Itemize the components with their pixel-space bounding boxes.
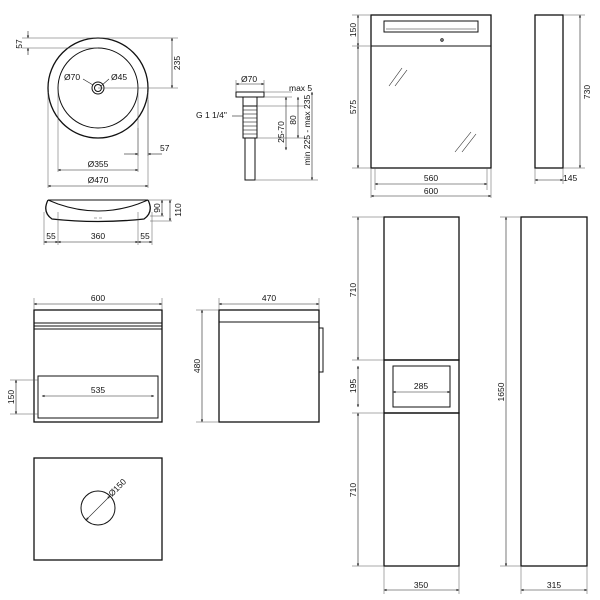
vanity-top-view: Ø150 bbox=[33, 457, 163, 561]
basin-side-inner bbox=[47, 199, 149, 212]
basin-side-body bbox=[45, 199, 151, 223]
drain-view: Ø70 max 5 G 1 1/4" 80 25-70 min 225 - ma… bbox=[196, 74, 318, 181]
mirror-light-panel bbox=[383, 20, 479, 33]
drain-neck bbox=[242, 96, 258, 107]
drain-dim-80: 80 bbox=[288, 115, 298, 125]
basin-dim-360: 360 bbox=[91, 231, 105, 241]
basin-dim-d45: Ø45 bbox=[111, 72, 127, 82]
drain-dim-25-70: 25-70 bbox=[276, 121, 286, 143]
column-side-view: 1650 315 bbox=[496, 216, 588, 594]
basin-dim-d70: Ø70 bbox=[64, 72, 80, 82]
vanity-cabinet bbox=[33, 309, 163, 423]
basin-dim-57-bottom: 57 bbox=[160, 143, 170, 153]
column-dim-710-top: 710 bbox=[348, 283, 358, 297]
mirror-front-view: 150 575 560 600 bbox=[348, 14, 492, 198]
basin-dim-90: 90 bbox=[152, 203, 162, 213]
column-dim-350: 350 bbox=[414, 580, 428, 590]
basin-dim-110: 110 bbox=[173, 203, 183, 217]
vanity-side-body bbox=[218, 309, 320, 423]
vanity-top-dim-d150: Ø150 bbox=[106, 476, 128, 498]
column-dim-315: 315 bbox=[547, 580, 561, 590]
drain-pipe bbox=[244, 137, 256, 181]
basin-dim-57-top: 57 bbox=[14, 39, 24, 49]
mirror-dim-150: 150 bbox=[348, 23, 358, 37]
mirror-dim-145: 145 bbox=[563, 173, 577, 183]
drain-cap bbox=[235, 91, 265, 98]
column-dim-285: 285 bbox=[414, 381, 428, 391]
mirror-side-body bbox=[534, 14, 564, 169]
column-front-view: 710 195 285 710 350 bbox=[348, 216, 460, 594]
vanity-dim-470: 470 bbox=[262, 293, 276, 303]
vanity-front-view: 600 150 535 bbox=[6, 293, 163, 423]
vanity-side-view: 470 480 bbox=[192, 293, 324, 423]
basin-dim-d470: Ø470 bbox=[88, 175, 109, 185]
vanity-dim-150: 150 bbox=[6, 390, 16, 404]
basin-dim-235: 235 bbox=[172, 56, 182, 70]
basin-dim-d355: Ø355 bbox=[88, 159, 109, 169]
basin-top-view: 57 235 Ø70 Ø45 57 Ø355 Ø470 bbox=[14, 31, 182, 188]
vanity-side-handle bbox=[318, 327, 324, 373]
column-upper-door bbox=[383, 216, 460, 361]
column-dim-710-bottom: 710 bbox=[348, 483, 358, 497]
drain-dim-max5: max 5 bbox=[289, 83, 312, 93]
basin-dim-55-right: 55 bbox=[140, 231, 150, 241]
mirror-dim-560: 560 bbox=[424, 173, 438, 183]
mirror-cabinet bbox=[370, 14, 492, 169]
vanity-dim-535: 535 bbox=[91, 385, 105, 395]
mirror-dim-600: 600 bbox=[424, 186, 438, 196]
vanity-dim-600: 600 bbox=[91, 293, 105, 303]
column-dim-1650: 1650 bbox=[496, 382, 506, 401]
mirror-side-view: 730 145 bbox=[534, 14, 592, 184]
column-niche bbox=[392, 365, 451, 408]
drain-thread-label: G 1 1/4" bbox=[196, 110, 227, 120]
mirror-dim-575: 575 bbox=[348, 100, 358, 114]
basin-dim-55-left: 55 bbox=[46, 231, 56, 241]
drain-dim-d70: Ø70 bbox=[241, 74, 257, 84]
vanity-top-slab bbox=[33, 457, 163, 561]
mirror-dim-730: 730 bbox=[582, 85, 592, 99]
vanity-dim-480: 480 bbox=[192, 359, 202, 373]
column-lower-door bbox=[383, 412, 460, 567]
column-side-body bbox=[520, 216, 588, 567]
vanity-top-hole bbox=[80, 490, 116, 526]
drain-dim-range: min 225 - max 235 bbox=[302, 95, 312, 166]
basin-side-view: 90 110 55 360 55 bbox=[43, 199, 183, 245]
vanity-open-shelf bbox=[37, 375, 159, 419]
column-dim-195: 195 bbox=[348, 379, 358, 393]
